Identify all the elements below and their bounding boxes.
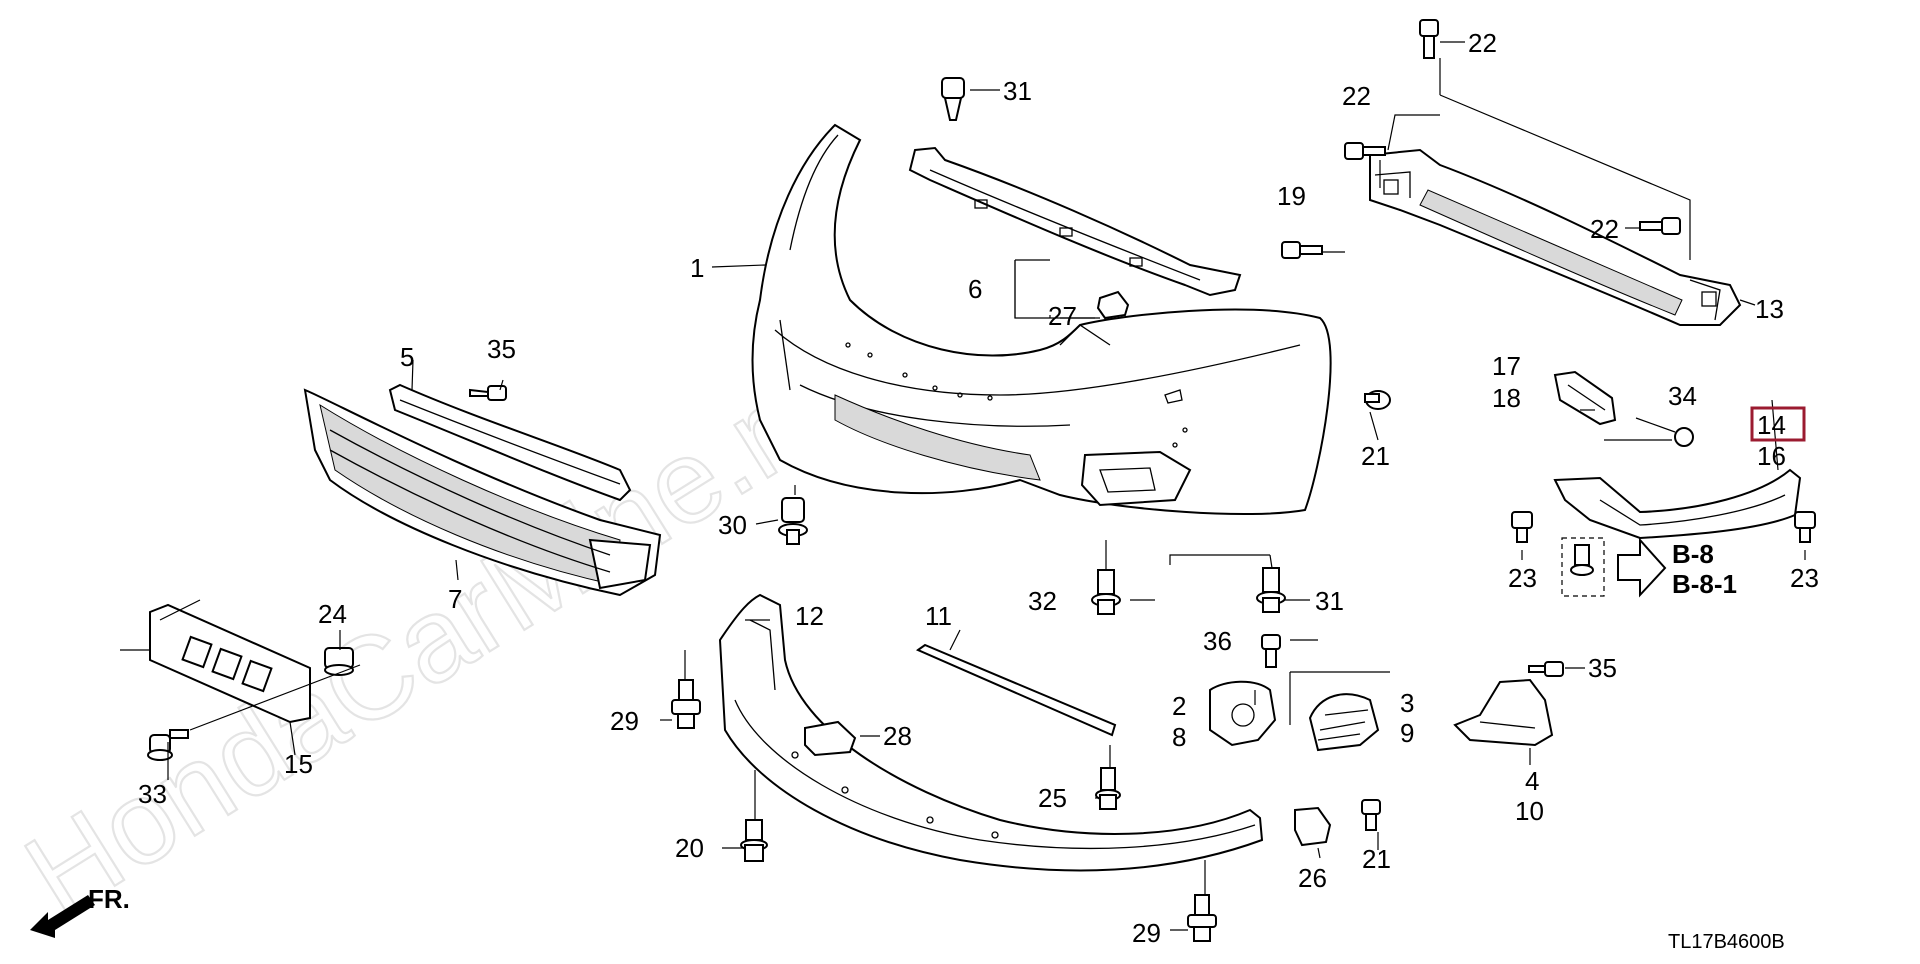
clip-28[interactable] bbox=[804, 720, 857, 757]
fastener-36[interactable] bbox=[1261, 634, 1281, 668]
part-label[interactable]: 29 bbox=[1132, 918, 1161, 948]
fastener-29-upper[interactable] bbox=[671, 679, 701, 729]
fastener-31-top[interactable] bbox=[941, 77, 965, 121]
reference-label-b8[interactable]: B-8 bbox=[1672, 539, 1714, 569]
part-label[interactable]: 21 bbox=[1362, 844, 1391, 874]
fastener-32[interactable] bbox=[1091, 569, 1121, 615]
bumper-side-bracket[interactable] bbox=[1453, 678, 1554, 747]
clip-26[interactable] bbox=[1294, 806, 1332, 847]
part-label[interactable]: 23 bbox=[1508, 563, 1537, 593]
part-label[interactable]: 14 bbox=[1757, 410, 1786, 440]
part-label[interactable]: 10 bbox=[1515, 796, 1544, 826]
part-labels: 1 2 3 4 5 6 7 8 9 10 11 12 13 14 15 16 1… bbox=[138, 28, 1819, 948]
fastener-22-top[interactable] bbox=[1419, 19, 1439, 59]
part-label[interactable]: 19 bbox=[1277, 181, 1306, 211]
fastener-22-mid[interactable] bbox=[1344, 142, 1386, 160]
fastener-23-right[interactable] bbox=[1794, 511, 1816, 543]
grille-molding[interactable] bbox=[388, 383, 632, 502]
part-label[interactable]: 1 bbox=[690, 253, 704, 283]
fastener-23-left[interactable] bbox=[1511, 511, 1533, 543]
part-label[interactable]: 18 bbox=[1492, 383, 1521, 413]
part-label[interactable]: 26 bbox=[1298, 863, 1327, 893]
direction-label: FR. bbox=[88, 884, 130, 914]
fastener-31-bottom[interactable] bbox=[1256, 567, 1286, 613]
fastener-19[interactable] bbox=[1281, 241, 1323, 259]
bumper-side-spacer[interactable] bbox=[1553, 468, 1802, 540]
part-label[interactable]: 15 bbox=[284, 749, 313, 779]
diagram-code: TL17B4600B bbox=[1668, 931, 1785, 953]
part-label[interactable]: 28 bbox=[883, 721, 912, 751]
fastener-b8-ref[interactable] bbox=[1561, 537, 1605, 597]
part-label[interactable]: 24 bbox=[318, 599, 347, 629]
fastener-29-lower[interactable] bbox=[1187, 894, 1217, 942]
part-label[interactable]: 31 bbox=[1315, 586, 1344, 616]
part-label[interactable]: 8 bbox=[1172, 722, 1186, 752]
fog-light-cover-left[interactable] bbox=[1209, 680, 1277, 747]
part-label[interactable]: 27 bbox=[1048, 301, 1077, 331]
fastener-22-right[interactable] bbox=[1639, 217, 1681, 235]
part-label[interactable]: 31 bbox=[1003, 76, 1032, 106]
part-label[interactable]: 17 bbox=[1492, 351, 1521, 381]
part-label[interactable]: 33 bbox=[138, 779, 167, 809]
part-label[interactable]: 25 bbox=[1038, 783, 1067, 813]
lower-strip[interactable] bbox=[915, 643, 1117, 737]
fastener-20[interactable] bbox=[740, 819, 768, 862]
part-label[interactable]: 29 bbox=[610, 706, 639, 736]
part-label[interactable]: 22 bbox=[1342, 81, 1371, 111]
reference-arrow: B-8 B-8-1 bbox=[1617, 537, 1737, 599]
fastener-35-top[interactable] bbox=[469, 385, 507, 401]
fastener-21-lower[interactable] bbox=[1361, 799, 1381, 831]
fastener-35-right[interactable] bbox=[1528, 661, 1564, 677]
part-label[interactable]: 7 bbox=[448, 584, 462, 614]
bumper-clip-bracket[interactable] bbox=[1553, 370, 1617, 426]
front-direction-arrow: FR. bbox=[30, 884, 130, 938]
part-label[interactable]: 2 bbox=[1172, 691, 1186, 721]
part-label[interactable]: 23 bbox=[1790, 563, 1819, 593]
part-label[interactable]: 35 bbox=[487, 334, 516, 364]
part-label[interactable]: 34 bbox=[1668, 381, 1697, 411]
upper-bumper-bracket[interactable] bbox=[908, 146, 1242, 297]
fastener-34[interactable] bbox=[1635, 417, 1694, 447]
fastener-30[interactable] bbox=[778, 497, 808, 545]
part-label[interactable]: 36 bbox=[1203, 626, 1232, 656]
fastener-33[interactable] bbox=[147, 729, 189, 761]
lower-grille[interactable] bbox=[303, 388, 662, 597]
front-bumper-face[interactable] bbox=[751, 123, 1332, 515]
highlighted-part-frame bbox=[1750, 406, 1806, 442]
license-plate-base[interactable] bbox=[149, 603, 311, 724]
part-label[interactable]: 9 bbox=[1400, 718, 1414, 748]
fog-light-cover-right[interactable] bbox=[1308, 693, 1380, 752]
part-label[interactable]: 16 bbox=[1757, 441, 1786, 471]
part-label[interactable]: 35 bbox=[1588, 653, 1617, 683]
clip-27[interactable] bbox=[1096, 290, 1130, 320]
part-label[interactable]: 13 bbox=[1755, 294, 1784, 324]
nut-24[interactable] bbox=[324, 647, 354, 676]
part-label[interactable]: 22 bbox=[1468, 28, 1497, 58]
part-label[interactable]: 30 bbox=[718, 510, 747, 540]
part-label[interactable]: 11 bbox=[925, 601, 952, 631]
lower-lip-spoiler[interactable] bbox=[718, 593, 1264, 872]
part-label[interactable]: 4 bbox=[1525, 766, 1539, 796]
fastener-21-upper[interactable] bbox=[1364, 390, 1391, 410]
part-label[interactable]: 12 bbox=[795, 601, 824, 631]
part-label[interactable]: 21 bbox=[1361, 441, 1390, 471]
part-label[interactable]: 6 bbox=[968, 274, 982, 304]
part-label[interactable]: 22 bbox=[1590, 214, 1619, 244]
part-label[interactable]: 20 bbox=[675, 833, 704, 863]
fastener-25[interactable] bbox=[1095, 767, 1121, 810]
leader-lines bbox=[120, 41, 1806, 931]
part-label[interactable]: 32 bbox=[1028, 586, 1057, 616]
part-label[interactable]: 5 bbox=[400, 342, 414, 372]
bumper-beam[interactable] bbox=[1369, 148, 1742, 326]
part-label[interactable]: 3 bbox=[1400, 688, 1414, 718]
reference-label-b8-1[interactable]: B-8-1 bbox=[1672, 569, 1737, 599]
